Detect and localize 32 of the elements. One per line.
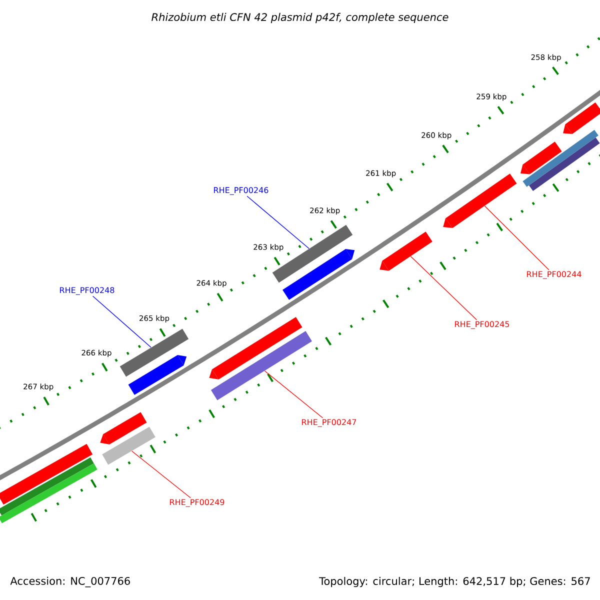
leader-line xyxy=(410,256,478,320)
gene-bar xyxy=(102,426,156,465)
gene-bar xyxy=(120,328,189,377)
footer-text: Topology: circular; Length: 642,517 bp; Genes: 567 xyxy=(319,576,590,588)
gene-label: RHE_PF00247 xyxy=(302,419,356,427)
gene-bar xyxy=(563,102,600,134)
gene-bar xyxy=(100,412,147,444)
title: Rhizobium etli CFN 42 plasmid p42f, complete sequence xyxy=(152,12,448,24)
gene-bar xyxy=(210,331,312,400)
footer-text: Accession: NC_007766 xyxy=(10,576,130,588)
gene-label: RHE_PF00245 xyxy=(455,321,510,329)
gene-bar xyxy=(272,224,353,283)
gene-label: RHE_PF00248 xyxy=(60,287,114,295)
gene-bar xyxy=(0,463,98,524)
leader-line xyxy=(132,450,191,498)
gene-bar xyxy=(443,174,517,228)
gene-label: RHE_PF00244 xyxy=(527,271,582,279)
gene-bar xyxy=(209,317,302,380)
gene-bar xyxy=(522,130,598,187)
gene-bar xyxy=(528,138,600,192)
gene-label: RHE_PF00249 xyxy=(170,499,224,507)
leader-line xyxy=(246,196,310,249)
gene-bar xyxy=(282,248,355,300)
gene-label: RHE_PF00246 xyxy=(214,187,268,195)
leader-line xyxy=(92,296,152,348)
gene-bar xyxy=(0,457,94,516)
gene-bar xyxy=(520,142,562,174)
gene-bar xyxy=(0,444,93,505)
gene-bar xyxy=(380,232,432,271)
leader-line xyxy=(264,370,324,418)
gene-bar xyxy=(128,355,187,395)
leader-line xyxy=(484,206,550,270)
